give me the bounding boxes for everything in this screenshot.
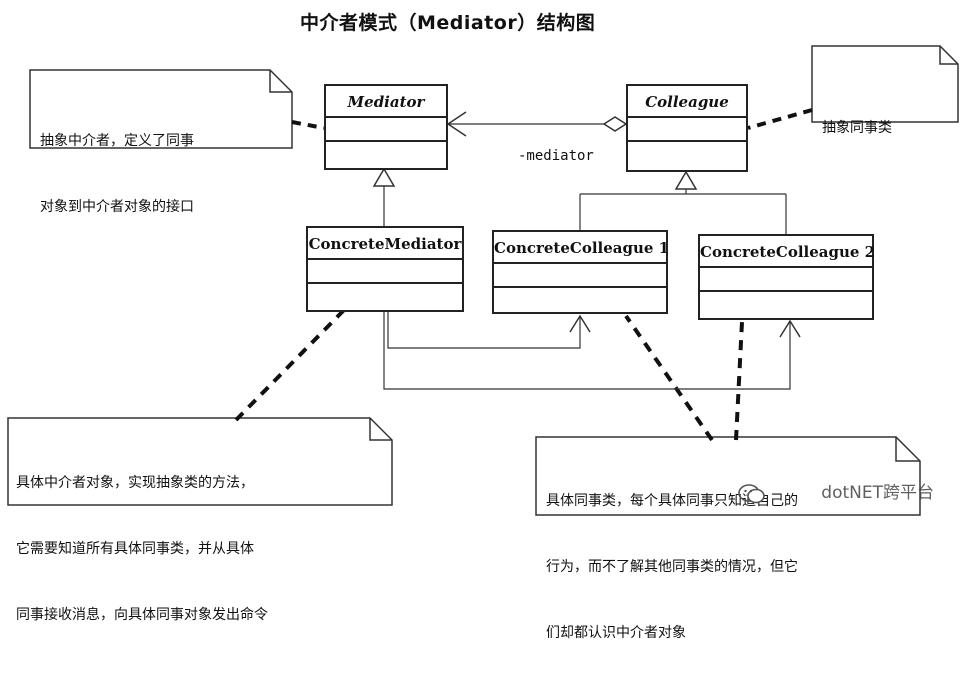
class-concrete-mediator-name: ConcreteMediator <box>308 228 462 260</box>
class-mediator-operations <box>326 142 446 166</box>
note-line: 同事接收消息，向具体同事对象发出命令 <box>16 607 268 623</box>
note-line: 行为，而不了解其他同事类的情况，但它 <box>546 559 798 575</box>
class-concrete-colleague-2-name: ConcreteColleague 2 <box>700 236 875 268</box>
note-line: 它需要知道所有具体同事类，并从具体 <box>16 541 254 557</box>
watermark-text: dotNET跨平台 <box>821 483 934 503</box>
note-line: 抽象中介者，定义了同事 <box>40 133 194 149</box>
note-colleague-text: 抽象同事类 <box>822 73 892 183</box>
generalization-concrete-colleagues <box>579 170 787 234</box>
wechat-icon <box>738 484 765 504</box>
note-line: 抽象同事类 <box>822 120 892 136</box>
association-role-label: -mediator <box>518 148 594 164</box>
diagram-canvas: 中介者模式（Mediator）结构图 <box>7 12 959 641</box>
note-concrete-colleague-anchor-1 <box>624 314 714 442</box>
note-colleague-anchor <box>747 108 813 130</box>
class-concrete-mediator-attributes <box>308 260 462 284</box>
note-concrete-mediator-text: 具体中介者对象，实现抽象类的方法， 它需要知道所有具体同事类，并从具体 同事接收… <box>16 428 268 670</box>
note-colleague-shape <box>811 45 959 123</box>
class-colleague: Colleague <box>626 84 748 172</box>
class-mediator-attributes <box>326 118 446 142</box>
note-concrete-mediator-shape <box>7 417 393 506</box>
note-line: 具体中介者对象，实现抽象类的方法， <box>16 475 254 491</box>
note-mediator-anchor <box>291 120 325 130</box>
note-line: 对象到中介者对象的接口 <box>40 199 194 215</box>
class-concrete-colleague-1-attributes <box>494 264 666 288</box>
note-mediator-shape <box>29 69 293 149</box>
class-mediator: Mediator <box>324 84 448 170</box>
class-concrete-colleague-1: ConcreteColleague 1 <box>492 230 669 314</box>
association-concrete-colleague-1 <box>387 312 591 349</box>
class-colleague-attributes <box>628 118 746 142</box>
class-colleague-operations <box>628 142 746 166</box>
association-mediator <box>446 111 628 137</box>
class-concrete-colleague-2-operations <box>700 292 872 316</box>
class-concrete-colleague-2-attributes <box>700 268 872 292</box>
connectors-layer <box>7 45 959 516</box>
diagram-title: 中介者模式（Mediator）结构图 <box>300 12 596 34</box>
association-concrete-colleague-2 <box>383 312 801 390</box>
note-concrete-colleague-anchor-2 <box>734 321 744 441</box>
note-line: 具体同事类，每个具体同事只知道自己的 <box>546 493 798 509</box>
class-concrete-colleague-1-name: ConcreteColleague 1 <box>494 232 669 264</box>
class-concrete-colleague-1-operations <box>494 288 666 312</box>
note-line: 们却都认识中介者对象 <box>546 625 686 641</box>
class-concrete-mediator: ConcreteMediator <box>306 226 464 312</box>
note-concrete-colleague-shape <box>535 436 921 516</box>
class-concrete-colleague-2: ConcreteColleague 2 <box>698 234 875 320</box>
class-colleague-name: Colleague <box>628 86 746 118</box>
note-mediator-text: 抽象中介者，定义了同事 对象到中介者对象的接口 <box>40 86 194 262</box>
class-concrete-mediator-operations <box>308 284 462 308</box>
generalization-concrete-mediator <box>372 167 396 226</box>
note-concrete-mediator-anchor <box>234 306 348 422</box>
class-mediator-name: Mediator <box>326 86 446 118</box>
